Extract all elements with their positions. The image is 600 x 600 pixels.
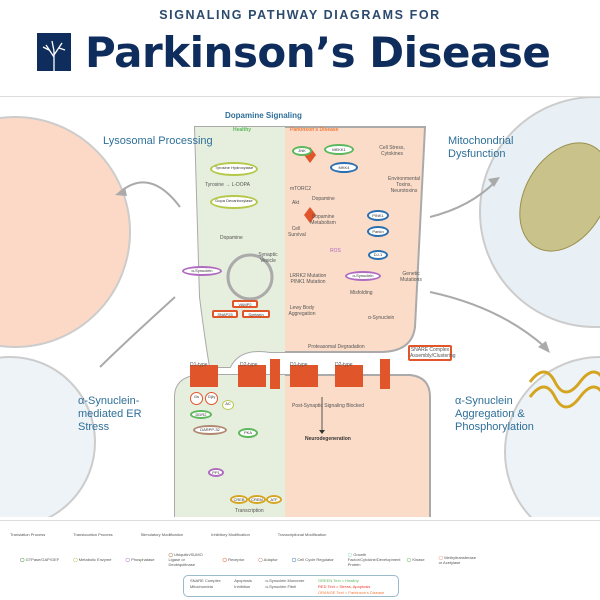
label: Proteasomal Degradation [308, 344, 365, 350]
ddr2-node: DDR2 [190, 410, 212, 419]
dj1-node: DJ-1 [368, 250, 388, 260]
label: Transcription [235, 508, 264, 514]
divider [0, 520, 600, 521]
atf-node: ATF [266, 495, 282, 504]
label: mTORC2 [290, 186, 312, 192]
neurodegeneration-label: Neurodegeneration [305, 436, 351, 442]
label: Cell Survival [288, 226, 306, 238]
label: Tyrosine → L-DOPA [205, 182, 250, 188]
legend-item: ORANGE Text = Parkinson's Disease [318, 590, 385, 595]
gbg-node: Gβγ [205, 392, 218, 405]
label: Misfolding [350, 290, 373, 296]
label: LRRK2 Mutation PINK1 Mutation [289, 273, 327, 285]
snare-complex-box: SNARE Complex Assembly/Clustering [408, 345, 456, 361]
label: Environmental Toxins, Neurotoxins [388, 176, 420, 194]
section-aggregation-label: α-Synuclein Aggregation & Phosphorylatio… [455, 395, 534, 433]
legend-item: α-Synuclein Monomer [265, 578, 305, 583]
ros-label: ROS [330, 248, 341, 254]
label: D1-type [290, 362, 308, 368]
vamp2-node: VAMP2 [232, 300, 258, 308]
center-title: Dopamine Signaling [225, 111, 302, 120]
legend-item: α-Synuclein Fibril [265, 584, 297, 589]
legend-key: SNARE Complex Apoptosis α-Synuclein Mono… [183, 575, 399, 597]
legend-item: Transcriptional Modification [277, 532, 327, 537]
mekk1-node: MEKK1 [324, 144, 354, 155]
label: Dopamine [220, 235, 243, 241]
label: Akt [292, 200, 300, 206]
label: D2-type [335, 362, 353, 368]
legend-item: ◯ Ubiquitin/SUMO Ligase or Deubiquitinas… [168, 552, 203, 567]
jnk-node: JNK [292, 146, 312, 156]
section-mito-label: Mitochondrial Dysfunction [448, 135, 514, 160]
tyrosine-hydroxylase-node: Tyrosine Hydroxylase [210, 162, 258, 176]
legend-item: RED Text = Stress, Apoptosis [318, 584, 371, 589]
subtitle: SIGNALING PATHWAY DIAGRAMS FOR [159, 8, 441, 22]
alpha-synuclein-node: α-Synuclein [182, 266, 222, 276]
legend-item: Apoptosis [234, 578, 252, 583]
gs-node: Gs [190, 392, 203, 405]
mkk4-node: MKK4 [330, 162, 358, 173]
label: Post-Synaptic Signaling Blocked [292, 403, 364, 409]
legend-item: ◯ Cell Cycle Regulator [291, 557, 334, 562]
disease-alpha-synuclein-node: α-Synuclein [345, 271, 381, 281]
label: Dopamine Metabolism [310, 214, 336, 226]
legend-item: ◯ Adaptor [258, 557, 278, 562]
crem-node: CREM [248, 495, 266, 504]
legend-lines: Translation Process Translocation Proces… [10, 532, 326, 537]
section-er-label: α-Synuclein-mediated ER Stress [78, 395, 142, 433]
tree-logo-icon [37, 33, 71, 71]
legend-types: ◯ GTPase/GAP/GEF ◯ Metabolic Enzyme ◯ Ph… [20, 552, 479, 567]
legend-item: Stimulatory Modification [140, 532, 184, 537]
label: Synaptic Vesicle [258, 252, 278, 264]
dopa-decarboxylase-node: Dopa Decarboxylase [210, 195, 258, 209]
er-stress-panel [0, 356, 96, 517]
label: D2-type [240, 362, 258, 368]
legend-item: Inhibitory Modification [211, 532, 250, 537]
ac-node: AC [222, 400, 234, 410]
page-title: Parkinson’s Disease [85, 28, 551, 77]
syntaxin-node: Syntaxin [242, 310, 270, 318]
divider [0, 96, 600, 97]
darpp32-node: DARPP-32 [193, 425, 227, 435]
section-lysosomal-label: Lysosomal Processing [103, 135, 213, 147]
legend-item: Inhibition [234, 584, 251, 589]
legend-item: ◯ GTPase/GAP/GEF [20, 557, 60, 562]
disease-label: Parkinson’s Disease [290, 127, 339, 133]
aggregation-panel [504, 356, 600, 517]
lysosome-panel [0, 116, 131, 348]
label: D1-type [190, 362, 208, 368]
label: Dopamine [312, 196, 335, 202]
creb-node: CREB [230, 495, 248, 504]
pka-node: PKA [238, 428, 258, 438]
legend-item: ◯ Receptor [222, 557, 245, 562]
label: Lewy Body Aggregation [288, 305, 316, 317]
legend-item: GREEN Text = Healthy [318, 578, 359, 583]
label: Genetic Mutations [400, 271, 422, 283]
snap25-node: SNAP25 [212, 310, 238, 318]
legend-item: ◯ Metabolic Enzyme [73, 557, 112, 562]
pp1-node: PP1 [208, 468, 224, 477]
legend-item: ◯ Growth Factor/Cytokine/Development Pro… [347, 552, 401, 567]
parkin-node: Parkin [367, 226, 389, 237]
legend-item: ◯ Phosphatase [125, 557, 155, 562]
legend-item: ◯ Kinase [406, 557, 425, 562]
legend-item: SNARE Complex [190, 578, 221, 583]
healthy-label: Healthy [233, 127, 252, 133]
legend-item: Translation Process [10, 532, 46, 537]
label: α-Synuclein [368, 315, 395, 321]
label: Cell Stress, Cytokines [379, 145, 405, 157]
legend-item: ◯ Methyltransferase or Acetylase [438, 554, 477, 565]
pink1-node: PINK1 [367, 210, 389, 221]
legend-item: Mitochondria [190, 584, 213, 589]
legend-item: Translocation Process [73, 532, 113, 537]
